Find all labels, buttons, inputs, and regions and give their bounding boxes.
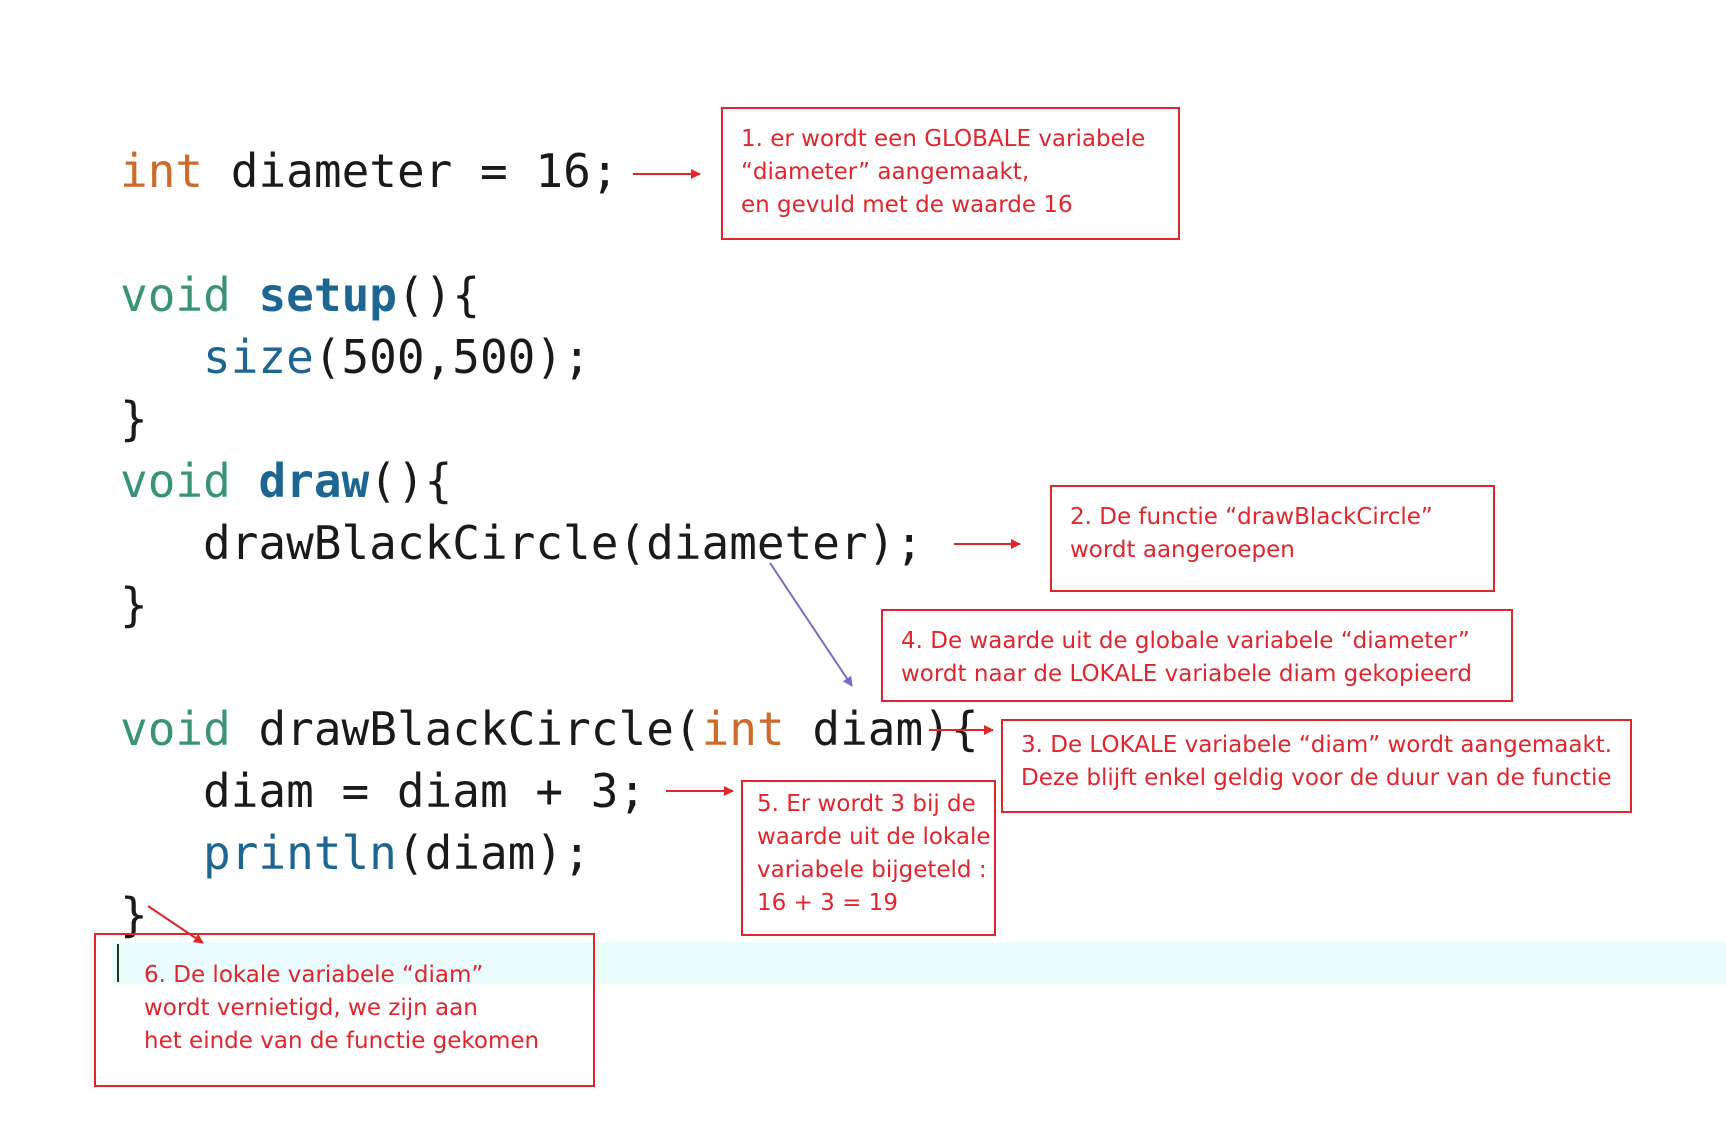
code-text: (){ bbox=[396, 268, 481, 322]
function-setup: setup bbox=[258, 268, 397, 322]
note-add-three: 5. Er wordt 3 bij de waarde uit de lokal… bbox=[741, 780, 996, 936]
keyword-int: int bbox=[120, 144, 204, 198]
note-local-variable-created: 3. De LOKALE variabele “diam” wordt aang… bbox=[1001, 719, 1632, 813]
note-text: wordt naar de LOKALE variabele diam geko… bbox=[901, 661, 1472, 687]
note-text: wordt vernietigd, we zijn aan bbox=[144, 995, 478, 1021]
code-line-setup-def: void setup(){ bbox=[120, 264, 480, 326]
code-text: drawBlackCircle( bbox=[230, 702, 702, 756]
arrow-copy-value bbox=[769, 562, 853, 687]
code-line-function-call: drawBlackCircle(diameter); bbox=[203, 516, 924, 570]
note-text: Deze blijft enkel geldig voor de duur va… bbox=[1021, 765, 1612, 791]
note-text: 6. De lokale variabele “diam” bbox=[144, 962, 484, 988]
note-text: 2. De functie “drawBlackCircle” bbox=[1070, 504, 1433, 530]
code-line-size-call: size(500,500); bbox=[203, 326, 591, 388]
code-line-println: println(diam); bbox=[203, 822, 591, 884]
keyword-void: void bbox=[120, 268, 231, 322]
note-text: 4. De waarde uit de globale variabele “d… bbox=[901, 628, 1470, 654]
note-text: het einde van de functie gekomen bbox=[144, 1028, 540, 1054]
text-caret bbox=[117, 944, 119, 982]
current-line-highlight bbox=[112, 942, 1726, 984]
keyword-void: void bbox=[120, 702, 231, 756]
note-text: 16 + 3 = 19 bbox=[757, 890, 898, 916]
note-text: 1. er wordt een GLOBALE variabele bbox=[741, 126, 1146, 152]
code-line-draw-def: void draw(){ bbox=[120, 450, 452, 512]
function-println: println bbox=[203, 826, 397, 880]
keyword-void: void bbox=[120, 454, 231, 508]
arrow-to-note-6 bbox=[147, 905, 204, 944]
code-text: (){ bbox=[369, 454, 453, 508]
note-text: 5. Er wordt 3 bij de bbox=[757, 791, 976, 817]
note-value-copied: 4. De waarde uit de globale variabele “d… bbox=[881, 609, 1513, 702]
code-line-close-brace: } bbox=[120, 578, 148, 632]
code-line-global-var: int diameter = 16; bbox=[120, 140, 619, 202]
note-text: en gevuld met de waarde 16 bbox=[741, 192, 1073, 218]
function-size: size bbox=[203, 330, 314, 384]
note-text: “diameter” aangemaakt, bbox=[741, 159, 1030, 185]
code-line-increment: diam = diam + 3; bbox=[203, 764, 647, 818]
code-text: (500,500); bbox=[313, 330, 591, 384]
note-variable-destroyed: 6. De lokale variabele “diam” wordt vern… bbox=[94, 933, 595, 1087]
code-text: (diam); bbox=[396, 826, 591, 880]
code-line-close-brace: } bbox=[120, 392, 148, 446]
note-text: waarde uit de lokale bbox=[757, 824, 991, 850]
keyword-int: int bbox=[701, 702, 785, 756]
function-draw: draw bbox=[258, 454, 370, 508]
note-text: 3. De LOKALE variabele “diam” wordt aang… bbox=[1021, 732, 1613, 758]
code-text: diameter = 16; bbox=[203, 144, 619, 198]
note-global-variable: 1. er wordt een GLOBALE variabele “diame… bbox=[721, 107, 1180, 240]
note-function-called: 2. De functie “drawBlackCircle” wordt aa… bbox=[1050, 485, 1495, 592]
note-text: wordt aangeroepen bbox=[1070, 537, 1295, 563]
note-text: variabele bijgeteld : bbox=[757, 857, 987, 883]
